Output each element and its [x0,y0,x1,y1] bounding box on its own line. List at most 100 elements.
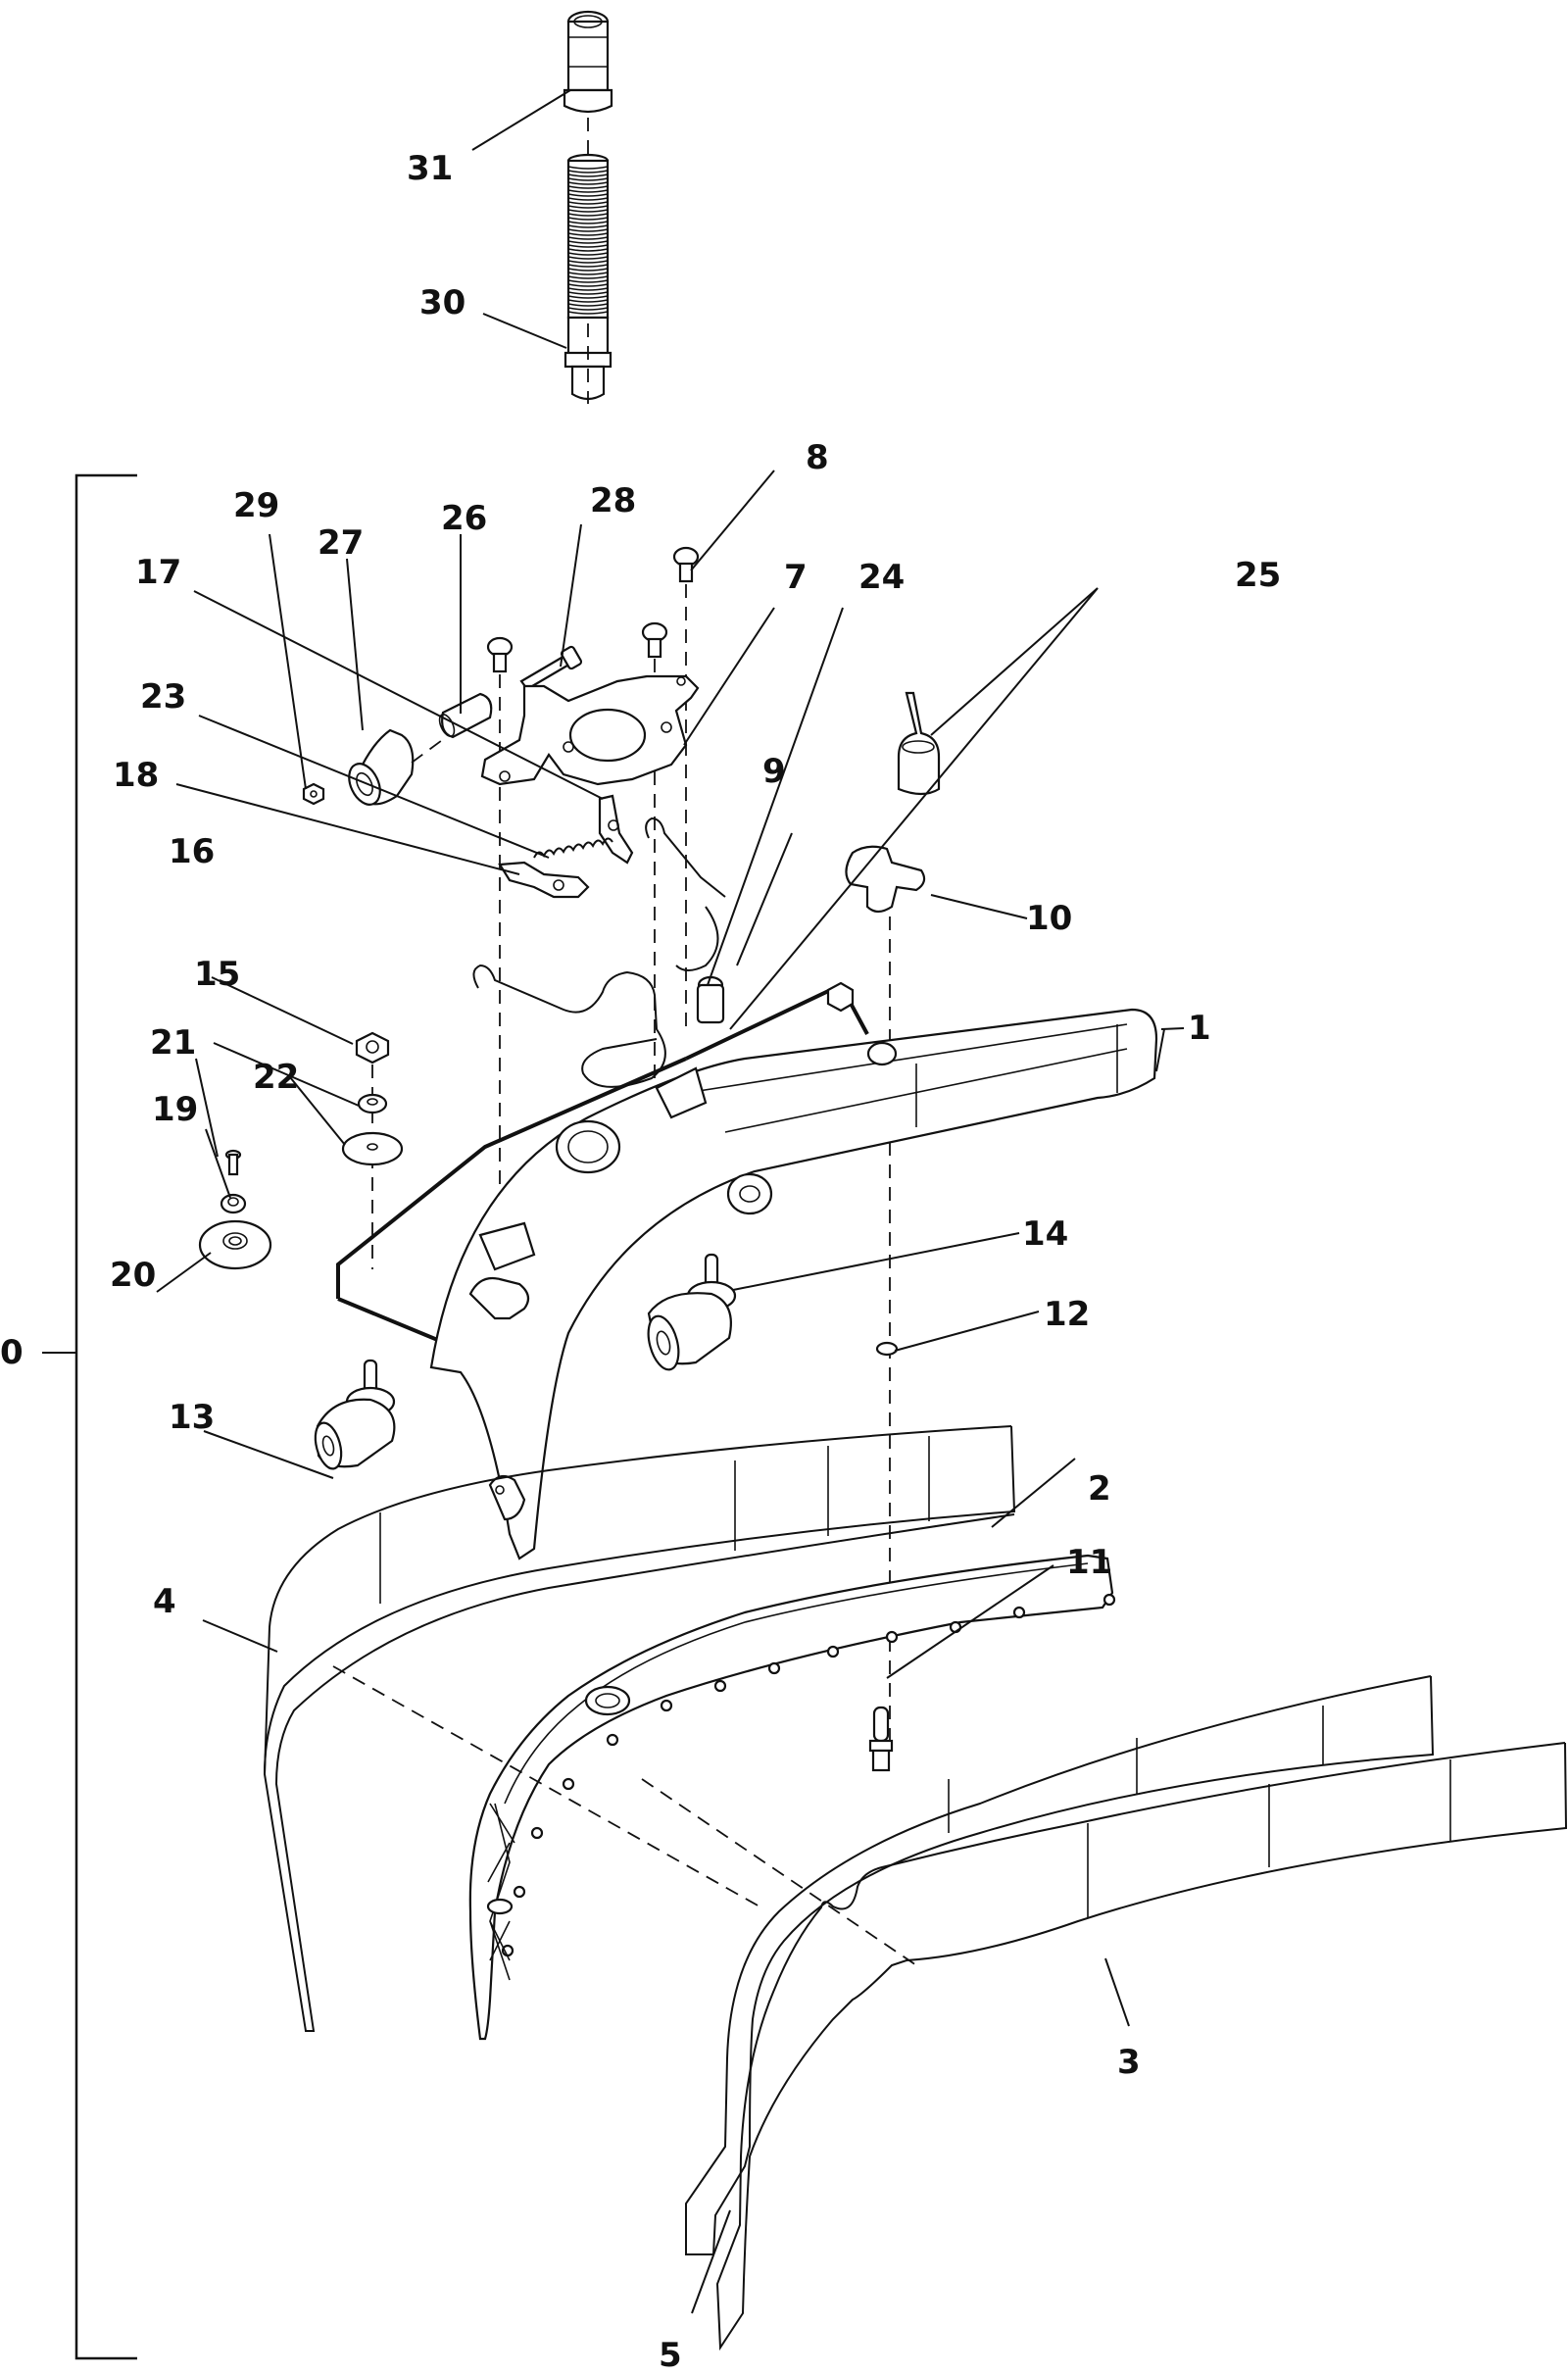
callout-10: 10 [1026,899,1072,938]
hose-coil [567,232,609,236]
part-14-caster-wheel[interactable] [643,1253,737,1373]
callout-20: 20 [110,1256,156,1295]
hose-coil [567,185,609,189]
part-25-lubricant-bottle[interactable] [897,691,941,796]
part-16-hex-nut[interactable] [355,1031,390,1064]
shell-rivet [826,1645,840,1658]
part-23-spring[interactable] [533,837,613,859]
callout-22: 22 [253,1058,299,1097]
callout-25: 25 [1235,556,1281,595]
callout-15: 15 [194,955,240,994]
callout-labels: 31 30 29 27 26 28 8 7 24 25 17 23 18 9 1… [0,149,1281,2375]
hose-coil [567,268,609,272]
hose-coil [567,287,609,291]
part-7-mounting-plate[interactable] [480,674,700,786]
callout-14: 14 [1022,1214,1068,1254]
hose-coil [567,256,609,260]
hose-coil [567,295,609,299]
hose-coil [567,181,609,185]
shell-rivet [660,1699,673,1712]
part-31-hose-cuff[interactable] [563,10,613,114]
hose-coil [567,248,609,252]
part-15-lock-washer[interactable] [357,1093,388,1114]
part-3-outer-blade[interactable] [715,1742,1568,2351]
part-12-retaining-clip[interactable] [875,1341,899,1357]
hose-coil [567,170,609,173]
hose-coil [567,193,609,197]
part-screw-left[interactable] [486,636,514,673]
part-29-nut[interactable] [302,782,325,806]
shell-rivet [1102,1593,1116,1607]
hose-coil [567,275,609,279]
shell-rivet [606,1733,619,1747]
shell-rivet [513,1885,526,1899]
hose-coil [567,205,609,209]
part-20-wheel-washer[interactable] [198,1219,272,1270]
part-24-knob[interactable] [696,975,725,1024]
part-9-wire-bail[interactable] [472,817,726,1088]
callout-7: 7 [784,558,808,597]
part-30-flexible-hose[interactable] [564,153,612,404]
part-5-inner-blade[interactable] [685,1675,1435,2255]
part-22-flat-washer[interactable] [341,1131,404,1166]
callout-13: 13 [169,1398,215,1437]
hose-coil [567,244,609,248]
part-17-latch-lever[interactable] [598,794,634,865]
part-4-rear-blade[interactable] [263,1425,1016,2032]
hose-coil [567,213,609,217]
shell-rivet [885,1630,899,1644]
shell-rivet [562,1777,575,1791]
callout-16: 16 [169,832,215,871]
assembly-bracket [42,473,137,2360]
hose-coil [567,264,609,268]
callout-28: 28 [590,481,636,520]
shell-rivet [530,1826,544,1840]
callout-27: 27 [318,523,364,563]
callout-30: 30 [419,283,466,322]
part-13-caster-wheel[interactable] [311,1359,396,1471]
part-screw-right[interactable] [641,621,668,659]
hose-coil [567,283,609,287]
callout-18: 18 [113,756,159,795]
hose-coil [567,177,609,181]
callout-0: 0 [0,1333,24,1372]
callout-29: 29 [233,486,279,525]
callout-11: 11 [1066,1543,1112,1582]
hose-coil [567,299,609,303]
hose-coil [567,173,609,177]
hose-coil [567,221,609,224]
part-28-bolt[interactable] [519,645,583,691]
callout-2: 2 [1088,1469,1111,1509]
hose-coil [567,189,609,193]
callout-24: 24 [858,558,905,597]
hose-coil [567,201,609,205]
part-1-arm-housing[interactable] [336,981,1158,1560]
callout-31: 31 [407,149,453,188]
hose-coil [567,209,609,213]
part-19-retaining-ring[interactable] [220,1193,247,1214]
hose-coil [567,311,609,315]
part-8-screw[interactable] [672,546,700,583]
part-18-latch-lever[interactable] [498,861,590,899]
part-2-lower-frame[interactable] [468,1554,1116,2041]
callout-17: 17 [135,553,181,592]
callout-3: 3 [1117,2043,1141,2082]
callout-19: 19 [152,1090,198,1129]
shell-rivet [1012,1606,1026,1619]
callout-5: 5 [659,2336,682,2375]
hose-coil [567,291,609,295]
callout-12: 12 [1044,1295,1090,1334]
callout-9: 9 [762,752,786,791]
hose-coil [567,303,609,307]
part-10-star-knob[interactable] [845,845,926,914]
part-26-axle-sleeve[interactable] [436,692,493,739]
hose-coil [567,197,609,201]
part-21-pin[interactable] [224,1149,242,1176]
leader-lines [156,89,1185,2314]
shell-rivet [713,1679,727,1693]
hose-coil [567,236,609,240]
shell-rivet [767,1661,781,1675]
hose-coil [567,240,609,244]
callout-23: 23 [140,677,186,717]
part-11-pivot-pin[interactable] [868,1706,894,1772]
